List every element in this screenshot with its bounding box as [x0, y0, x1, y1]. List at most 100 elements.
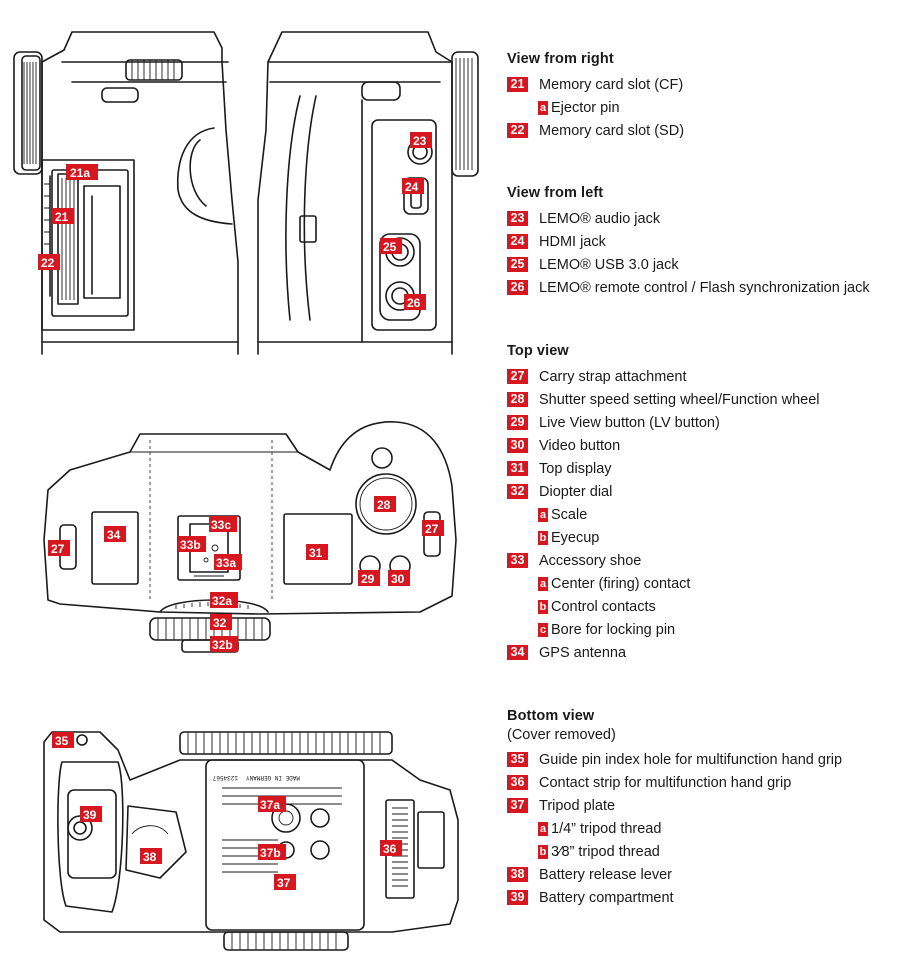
svg-text:25: 25 [383, 240, 397, 254]
sub-letter: a [538, 507, 548, 522]
item-number: 25 [507, 257, 528, 272]
item-label: Diopter dial [539, 483, 613, 500]
section-title: Bottom view [507, 708, 595, 724]
item-label: HDMI jack [539, 233, 606, 250]
callout-29: 29 [358, 570, 380, 586]
callout-28: 28 [374, 496, 396, 512]
callout-33b: 33b [178, 536, 206, 552]
item-label: Live View button (LV button) [539, 414, 720, 431]
callout-21a: 21a [66, 164, 98, 180]
svg-text:21a: 21a [70, 166, 90, 180]
item-number: 23 [507, 211, 528, 226]
callout-32b: 32b [210, 636, 238, 652]
item-label: LEMO® USB 3.0 jack [539, 256, 679, 273]
item-label: Carry strap attachment [539, 368, 687, 385]
callout-32a: 32a [210, 592, 238, 608]
svg-text:33c: 33c [211, 518, 231, 532]
section-subtitle: (Cover removed) [507, 727, 616, 743]
sub-letter: c [538, 622, 548, 637]
item-number: 22 [507, 123, 528, 138]
camera-bottom-view: 1234567 MADE IN GERMANY [43, 731, 459, 951]
svg-text:23: 23 [413, 134, 427, 148]
item-number: 33 [507, 553, 528, 568]
item-label: Accessory shoe [539, 552, 642, 569]
svg-text:32: 32 [213, 616, 227, 630]
legend-item-25: 25 LEMO® USB 3.0 jack [507, 253, 897, 276]
svg-text:36: 36 [383, 842, 397, 856]
callout-37b: 37b [258, 844, 286, 860]
callout-37a: 37a [258, 796, 286, 812]
svg-text:27: 27 [51, 542, 65, 556]
sub-label: Ejector pin [551, 99, 620, 116]
sub-letter: a [538, 100, 548, 115]
svg-text:33b: 33b [180, 538, 201, 552]
camera-right-side-view [13, 31, 239, 355]
callout-37: 37 [274, 874, 296, 890]
item-number: 30 [507, 438, 528, 453]
item-label: LEMO® remote control / Flash synchroniza… [539, 279, 870, 296]
svg-text:30: 30 [391, 572, 405, 586]
sub-letter: b [538, 530, 548, 545]
callout-22: 22 [38, 254, 60, 270]
item-number: 24 [507, 234, 528, 249]
svg-text:37b: 37b [260, 846, 281, 860]
sub-label: Scale [551, 506, 588, 523]
svg-text:28: 28 [377, 498, 391, 512]
svg-text:22: 22 [41, 256, 55, 270]
sub-label: Control contacts [551, 598, 656, 615]
callout-36: 36 [380, 840, 402, 856]
callout-33a: 33a [214, 554, 242, 570]
legend-item-26: 26 LEMO® remote control / Flash synchroni… [507, 276, 897, 299]
item-number: 31 [507, 461, 528, 476]
camera-diagrams: 1234567 MADE IN GERMANY 21a 21 22 23 24 … [13, 31, 479, 951]
item-number: 35 [507, 752, 528, 767]
item-label: Tripod plate [539, 797, 616, 814]
legend-item-28: 28 Shutter speed setting wheel/Function w… [507, 388, 897, 411]
callout-38: 38 [140, 848, 162, 864]
callout-30: 30 [388, 570, 410, 586]
section-title: View from left [507, 185, 604, 201]
item-number: 27 [507, 369, 528, 384]
item-label: GPS antenna [539, 644, 627, 661]
svg-text:29: 29 [361, 572, 375, 586]
callout-34: 34 [104, 526, 126, 542]
svg-text:35: 35 [55, 734, 69, 748]
item-number: 36 [507, 775, 528, 790]
item-label: Battery release lever [539, 866, 672, 883]
item-number: 34 [507, 645, 528, 660]
callout-21: 21 [52, 208, 74, 224]
item-number: 28 [507, 392, 528, 407]
svg-text:27: 27 [425, 522, 439, 536]
item-number: 26 [507, 280, 528, 295]
svg-text:37: 37 [277, 876, 291, 890]
item-label: Battery compartment [539, 889, 674, 906]
callout-31: 31 [306, 544, 328, 560]
svg-text:21: 21 [55, 210, 69, 224]
svg-text:32b: 32b [212, 638, 233, 652]
callout-27-left: 27 [48, 540, 70, 556]
sub-label: Center (firing) contact [551, 575, 691, 592]
svg-text:38: 38 [143, 850, 157, 864]
plate-made-in-text: MADE IN GERMANY [246, 774, 300, 781]
item-label: Shutter speed setting wheel/Function whe… [539, 391, 820, 408]
svg-text:34: 34 [107, 528, 121, 542]
sub-label: Bore for locking pin [551, 621, 676, 638]
